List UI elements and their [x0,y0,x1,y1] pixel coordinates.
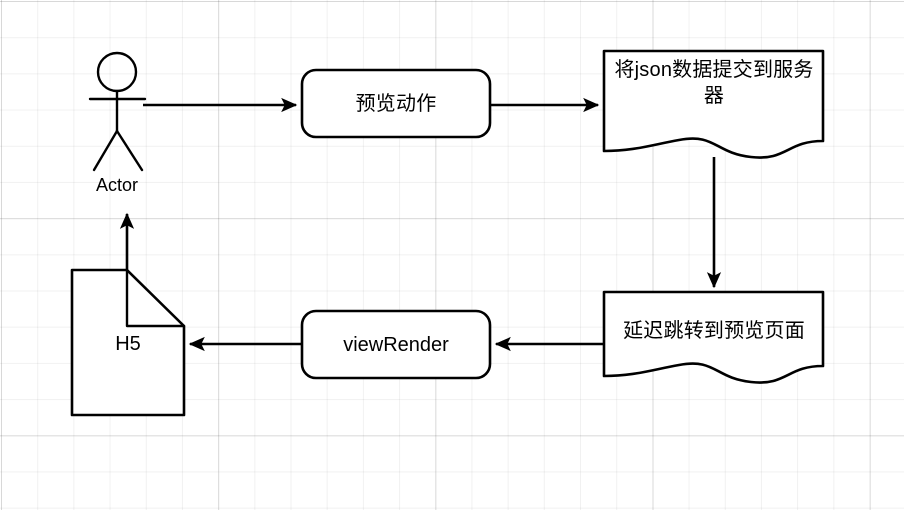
node-view-render[interactable] [300,309,492,380]
actor-right-leg-line [115,129,144,172]
node-submit-json[interactable] [602,49,825,159]
actor-left-leg-line [92,129,119,172]
actor-shape[interactable] [88,51,147,172]
actor-head-icon [96,51,138,93]
h5-fold-line [125,268,186,328]
node-delayed-jump[interactable] [602,290,825,384]
node-h5-page[interactable] [70,268,186,417]
node-preview-action[interactable] [300,68,492,139]
